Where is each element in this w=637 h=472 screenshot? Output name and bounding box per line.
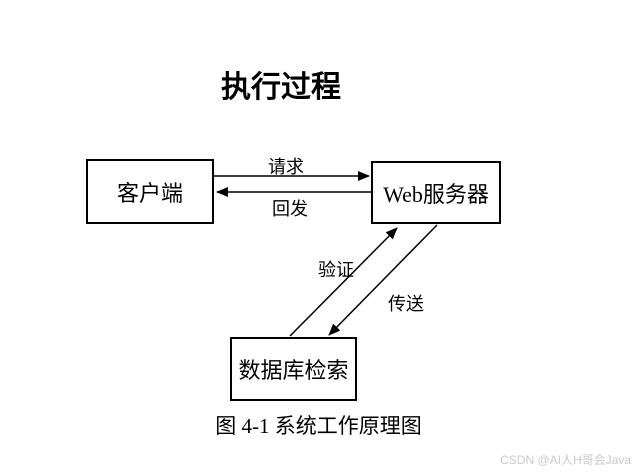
verify-arrow-line xyxy=(289,227,398,337)
node-web-server: Web服务器 xyxy=(371,161,501,224)
node-client-label: 客户端 xyxy=(116,180,183,206)
node-database-search: 数据库检索 xyxy=(230,337,357,401)
edge-label-request: 请求 xyxy=(268,157,304,177)
edge-label-verify: 验证 xyxy=(318,260,354,280)
node-database-search-label: 数据库检索 xyxy=(238,358,349,383)
edge-label-transfer: 传送 xyxy=(388,294,424,314)
node-web-server-label: Web服务器 xyxy=(383,181,489,207)
diagram-title: 执行过程 xyxy=(221,71,341,104)
figure-caption: 图 4-1 系统工作原理图 xyxy=(215,414,422,438)
node-client: 客户端 xyxy=(86,159,214,224)
transfer-arrow-line xyxy=(328,224,438,336)
watermark-text: CSDN @AI人H哥会Java xyxy=(500,453,631,467)
edge-label-postback: 回发 xyxy=(272,199,308,219)
